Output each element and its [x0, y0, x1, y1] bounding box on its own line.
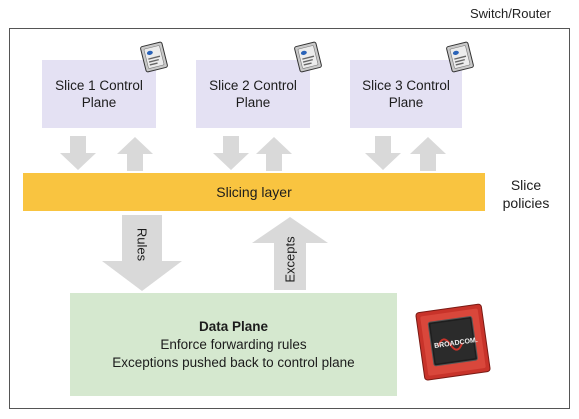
data-plane-line1: Enforce forwarding rules [160, 336, 307, 352]
policies-line2: policies [502, 195, 550, 211]
slice-1-label-line1: Slice 1 Control [55, 78, 143, 93]
data-plane-box: Data Plane Enforce forwarding rules Exce… [70, 293, 397, 396]
slicing-layer: Slicing layer [23, 173, 485, 211]
slice-policies-label: Slice policies [500, 176, 552, 212]
down-arrow [213, 136, 249, 170]
data-plane-title: Data Plane [198, 318, 269, 334]
down-arrow [60, 136, 96, 170]
data-plane-line2: Exceptions pushed back to control plane [112, 354, 355, 370]
slice-3-label-line1: Slice 3 Control [362, 78, 450, 93]
slicing-layer-label: Slicing layer [216, 184, 292, 200]
slice-3-label-line2: Plane [388, 95, 424, 110]
slice-1-label-line2: Plane [81, 95, 117, 110]
switch-router-frame [9, 28, 570, 409]
rules-arrow [102, 215, 182, 291]
excepts-arrow [252, 217, 328, 290]
slice-2-label-line2: Plane [235, 95, 271, 110]
slice-3-control-plane: Slice 3 Control Plane [350, 60, 462, 128]
excepts-label: Excepts [282, 236, 298, 283]
rules-label: Rules [134, 227, 150, 262]
broadcom-chip-icon [415, 303, 491, 381]
policies-line1: Slice [510, 177, 542, 193]
down-arrow [365, 136, 401, 170]
cpu-icon [294, 41, 322, 73]
slice-2-control-plane: Slice 2 Control Plane [196, 60, 310, 128]
cpu-icon [140, 41, 168, 73]
slice-1-control-plane: Slice 1 Control Plane [42, 60, 156, 128]
up-arrow [256, 137, 292, 171]
slice-2-label-line1: Slice 2 Control [209, 78, 297, 93]
up-arrow [410, 137, 446, 171]
up-arrow [117, 137, 153, 171]
cpu-icon [446, 41, 474, 73]
switch-router-label: Switch/Router [470, 6, 551, 21]
